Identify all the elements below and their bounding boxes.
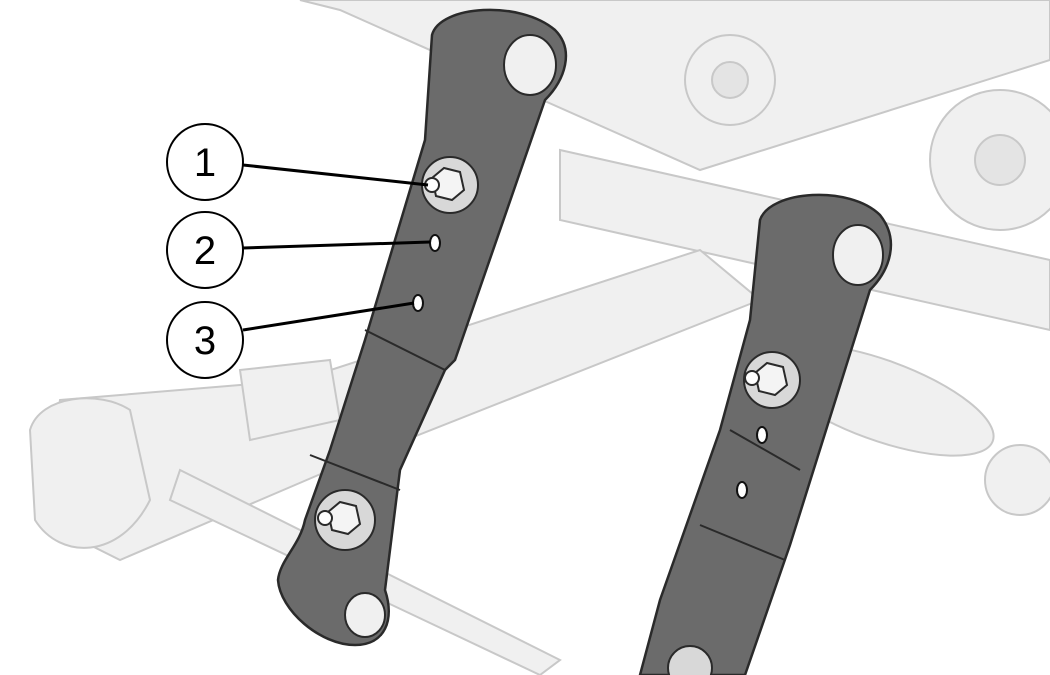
leader-line-3: [242, 301, 415, 332]
ghost-front-arm: [28, 397, 152, 549]
right-adjustment-hole-lower: [736, 481, 748, 499]
right-link: [638, 193, 893, 675]
callout-label-2: 2: [194, 229, 216, 273]
adjustment-hole-lower: [412, 294, 424, 312]
adjustment-hole-upper: [429, 234, 441, 252]
right-link-top-bore: [832, 224, 884, 286]
callout-circle-2: [166, 211, 244, 289]
right-adjustment-hole-upper: [756, 426, 768, 444]
bolt-upper-left: [421, 156, 479, 214]
callout-1: 1: [166, 123, 429, 201]
callout-2: 2: [166, 211, 431, 289]
leader-line-1: [242, 163, 429, 187]
callout-circle-3: [166, 301, 244, 379]
callout-circle-1: [166, 123, 244, 201]
callout-label-1: 1: [194, 141, 216, 185]
left-link-body: [276, 8, 568, 647]
callout-3: 3: [166, 301, 415, 379]
left-link-top-bore: [503, 34, 557, 96]
left-link-plate-step: [364, 329, 446, 371]
callout-label-3: 3: [194, 319, 216, 363]
bolt-lower-left: [314, 489, 376, 551]
leader-line-2: [242, 240, 431, 250]
left-link: [276, 8, 568, 647]
left-link-bottom-bore: [344, 592, 386, 638]
bolt-right: [743, 351, 801, 409]
